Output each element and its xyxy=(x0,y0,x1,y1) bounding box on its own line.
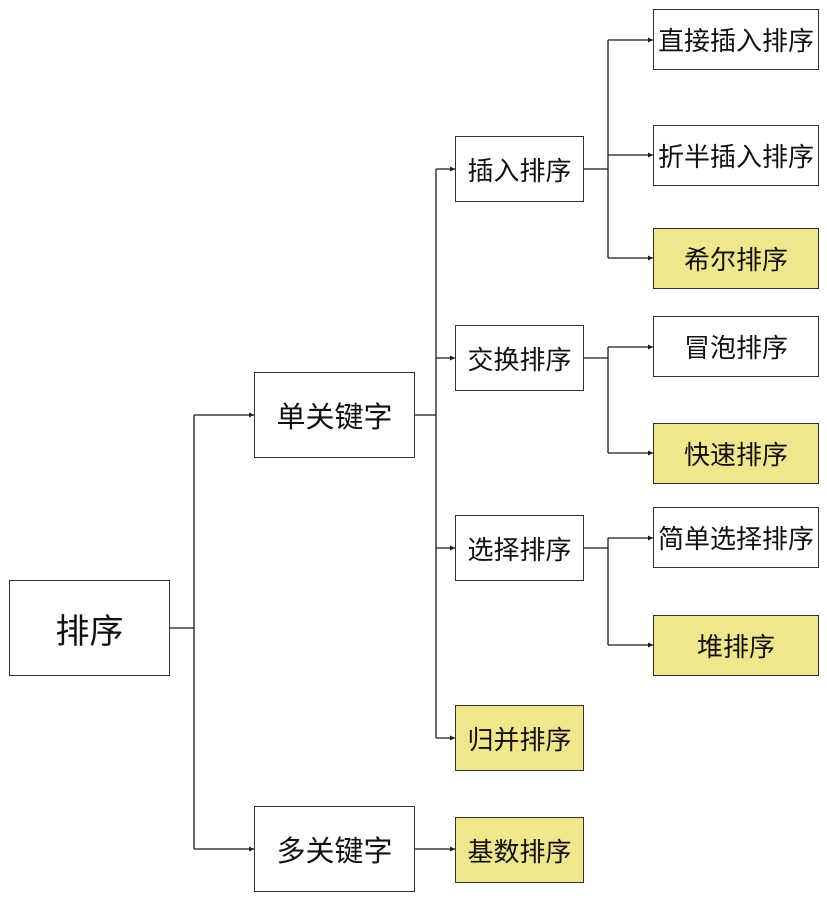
node-insertion-sort: 插入排序 xyxy=(455,136,584,202)
node-straight-insertion-sort: 直接插入排序 xyxy=(653,9,819,70)
node-quick-sort: 快速排序 xyxy=(653,423,819,484)
node-exchange-sort: 交换排序 xyxy=(455,325,584,391)
node-shell-sort: 希尔排序 xyxy=(653,228,819,289)
node-heap-sort: 堆排序 xyxy=(653,615,819,676)
node-simple-selection-sort: 简单选择排序 xyxy=(653,507,819,568)
node-bubble-sort: 冒泡排序 xyxy=(653,316,819,377)
node-selection-sort: 选择排序 xyxy=(455,515,584,581)
node-merge-sort: 归并排序 xyxy=(455,705,584,771)
node-radix-sort: 基数排序 xyxy=(455,817,584,883)
node-single-key: 单关键字 xyxy=(254,372,415,458)
node-binary-insertion-sort: 折半插入排序 xyxy=(653,125,819,186)
node-root: 排序 xyxy=(9,580,170,676)
node-multi-key: 多关键字 xyxy=(254,806,415,892)
